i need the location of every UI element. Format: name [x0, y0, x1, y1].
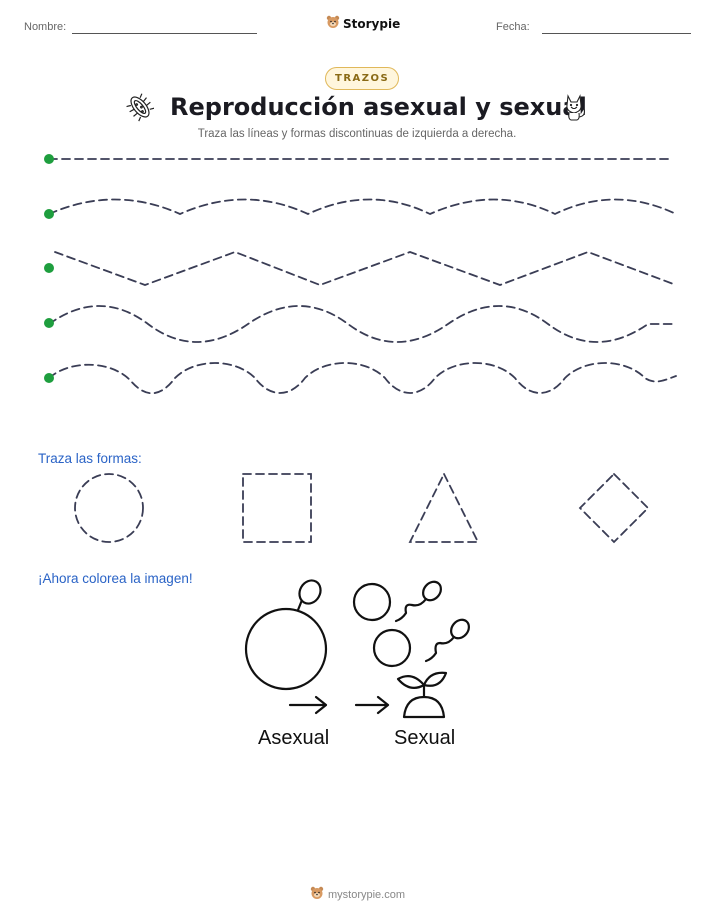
trace-triangle — [408, 471, 480, 543]
coloring-illustration[interactable] — [230, 575, 490, 725]
date-line[interactable] — [542, 33, 691, 34]
name-line[interactable] — [72, 33, 257, 34]
start-dot — [44, 318, 54, 328]
egg-cell — [372, 628, 412, 668]
egg-cell — [352, 582, 392, 622]
caption-asexual: Asexual — [258, 727, 330, 749]
date-label: Fecha: — [496, 21, 530, 33]
sperm-head — [450, 618, 470, 640]
sprout-leaf — [396, 674, 426, 690]
brand-logo: Storypie — [326, 15, 400, 32]
sprout-leaf — [422, 671, 448, 687]
trace-line-wave — [48, 305, 677, 343]
start-dot — [44, 154, 54, 164]
sprout-mound — [402, 695, 446, 719]
tracing-shapes[interactable] — [0, 470, 714, 550]
bacterium-icon — [126, 92, 155, 127]
caption-sexual: Sexual — [394, 727, 456, 749]
fox-icon — [560, 92, 588, 127]
color-section-label: ¡Ahora colorea la imagen! — [38, 571, 193, 586]
start-dot — [44, 373, 54, 383]
trace-line-zigzag — [54, 251, 677, 286]
bear-logo-icon — [310, 886, 324, 903]
category-badge: TRAZOS — [325, 67, 400, 90]
trace-circle — [74, 473, 144, 543]
page-title: Reproducción asexual y sexual — [170, 93, 587, 121]
arrow — [288, 695, 328, 715]
shapes-section-label: Traza las formas: — [38, 451, 142, 466]
trace-line-gentle-wave — [48, 198, 677, 215]
start-dot — [44, 209, 54, 219]
trace-square — [242, 473, 312, 543]
start-dot — [44, 263, 54, 273]
bud-cell — [298, 579, 322, 605]
trace-line-bumpy-wave — [48, 362, 677, 395]
trace-diamond — [578, 472, 650, 544]
name-label: Nombre: — [24, 21, 67, 33]
large-cell — [244, 607, 328, 691]
footer-site-link[interactable]: mystorypie.com — [328, 888, 406, 901]
tracing-lines[interactable] — [0, 140, 714, 400]
sperm-head — [422, 580, 442, 602]
arrow — [354, 695, 390, 715]
footer: mystorypie.com — [310, 886, 405, 903]
bear-logo-icon — [326, 15, 340, 32]
instructions: Traza las líneas y formas discontinuas d… — [197, 128, 517, 140]
brand-name: Storypie — [343, 16, 401, 31]
